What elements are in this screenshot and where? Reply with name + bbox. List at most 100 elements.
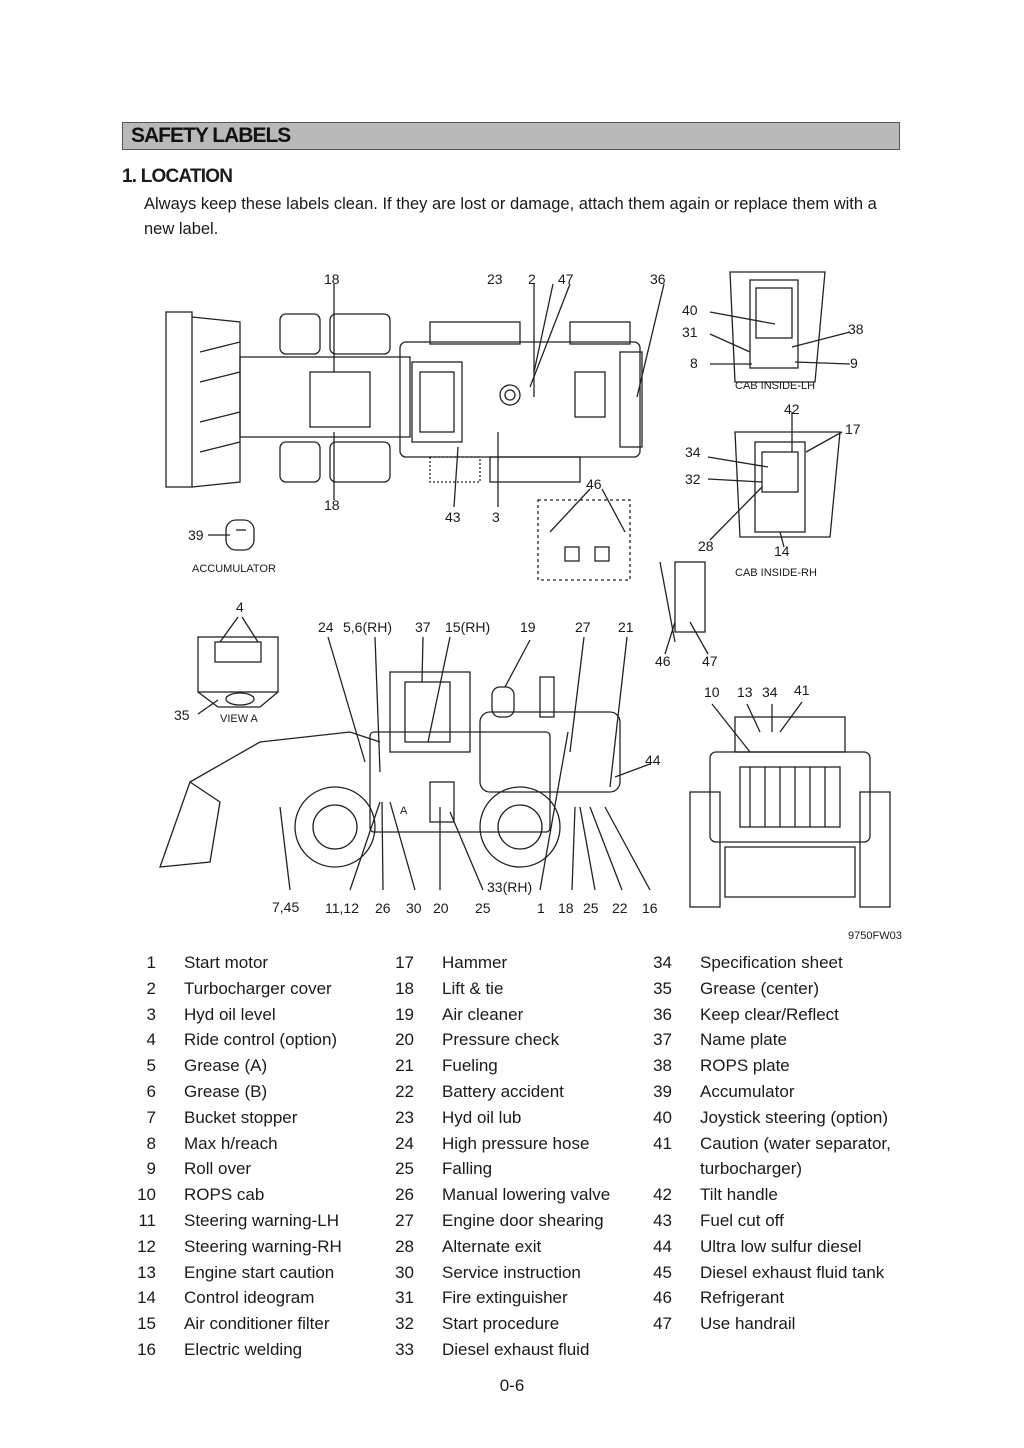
legend-item-number: 34: [653, 953, 672, 972]
legend-item-text: Joystick steering (option): [700, 1107, 889, 1127]
legend-item-number: 28: [395, 1236, 414, 1256]
callout-33: 33(RH): [487, 879, 532, 895]
callout-30: 30: [406, 900, 422, 916]
legend-item-text: Roll over: [184, 1159, 252, 1179]
legend-item-number: 22: [395, 1081, 414, 1101]
legend-item-text: Keep clear/Reflect: [700, 1004, 839, 1024]
caption-cab-rh: CAB INSIDE-RH: [735, 567, 817, 579]
callout-1: 1: [537, 900, 545, 916]
legend-item-text: Electric welding: [184, 1339, 303, 1359]
legend-item-text: ROPS plate: [700, 1056, 790, 1076]
legend-item-text: High pressure hose: [442, 1133, 590, 1153]
callout-40: 40: [682, 302, 698, 318]
callout-16: 16: [642, 900, 658, 916]
legend-item-number: [638, 1156, 700, 1182]
callout-23: 23: [487, 271, 503, 287]
legend-item-text: Use handrail: [700, 1314, 796, 1334]
legend-item-text: Air cleaner: [442, 1004, 524, 1024]
legend-item-number: 47: [653, 1314, 672, 1334]
legend-item-text: Diesel exhaust fluid tank: [700, 1262, 885, 1282]
callout-26: 26: [375, 900, 391, 916]
callout-15: 15(RH): [445, 619, 490, 635]
legend-item-number: 44: [653, 1236, 672, 1256]
callout-47-rh: 47: [702, 653, 718, 669]
accumulator-detail: [208, 519, 255, 551]
legend-item-text: Grease (center): [700, 978, 820, 998]
top-view: [165, 283, 665, 508]
legend-item-text: Alternate exit: [442, 1236, 542, 1256]
legend-item-number: 18: [395, 978, 414, 998]
cab-inside-lh: [709, 271, 851, 383]
page-number: 0-6: [499, 1376, 525, 1395]
legend-item-text: Pressure check: [442, 1030, 560, 1050]
callout-39: 39: [188, 527, 204, 543]
legend-item: 12 Steering warning-RH: [122, 1234, 342, 1260]
callout-43: 43: [445, 509, 461, 525]
legend-item: 36 Keep clear/Reflect: [638, 1002, 891, 1028]
callout-19: 19: [520, 619, 536, 635]
legend-item-text: Start procedure: [442, 1314, 560, 1334]
safety-label-diagram: 18 23 2 47 36 18 43 3 40 31 38 8 9 CAB I…: [159, 271, 902, 942]
legend-item-number: 32: [395, 1314, 414, 1334]
callout-18-bottom: 18: [324, 497, 340, 513]
callout-22: 22: [612, 900, 628, 916]
rear-view: [689, 701, 891, 908]
legend-item-text: Turbocharger cover: [184, 978, 332, 998]
callout-18-top: 18: [324, 271, 340, 287]
callout-47-top: 47: [558, 271, 574, 287]
legend-item-number: 4: [146, 1030, 156, 1050]
legend-item-text: Steering warning-RH: [184, 1236, 342, 1256]
legend-item-text: Lift & tie: [442, 978, 504, 998]
legend-item-number: 12: [137, 1236, 156, 1256]
callout-44: 44: [645, 752, 661, 768]
refrigerant-detail: [537, 488, 631, 581]
callout-36: 36: [650, 271, 666, 287]
legend-item-text: Refrigerant: [700, 1288, 785, 1308]
legend-item-text: Ride control (option): [184, 1030, 338, 1050]
legend-item-number: 27: [395, 1210, 414, 1230]
legend-item-number: 33: [395, 1339, 414, 1359]
legend-item-text: Fueling: [442, 1056, 498, 1076]
callout-28: 28: [698, 538, 714, 554]
legend-item: 32 Start procedure: [380, 1311, 610, 1337]
caption-accumulator: ACCUMULATOR: [192, 563, 276, 575]
section-title-bar: SAFETY LABELS: [122, 122, 900, 150]
callout-34-rear: 34: [762, 684, 778, 700]
figure-code: 9750FW03: [848, 930, 902, 942]
legend-item-number: 46: [653, 1288, 672, 1308]
legend-item-number: 8: [146, 1133, 156, 1153]
legend-item-number: 14: [137, 1288, 156, 1308]
callout-20: 20: [433, 900, 449, 916]
legend-item-text: Hyd oil lub: [442, 1107, 522, 1127]
caption-view-a: VIEW A: [220, 713, 259, 725]
legend-item-number: 36: [653, 1004, 672, 1024]
side-view: [159, 636, 651, 891]
cab-inside-rh: [707, 412, 843, 548]
heading-location: 1. LOCATION: [122, 166, 233, 187]
